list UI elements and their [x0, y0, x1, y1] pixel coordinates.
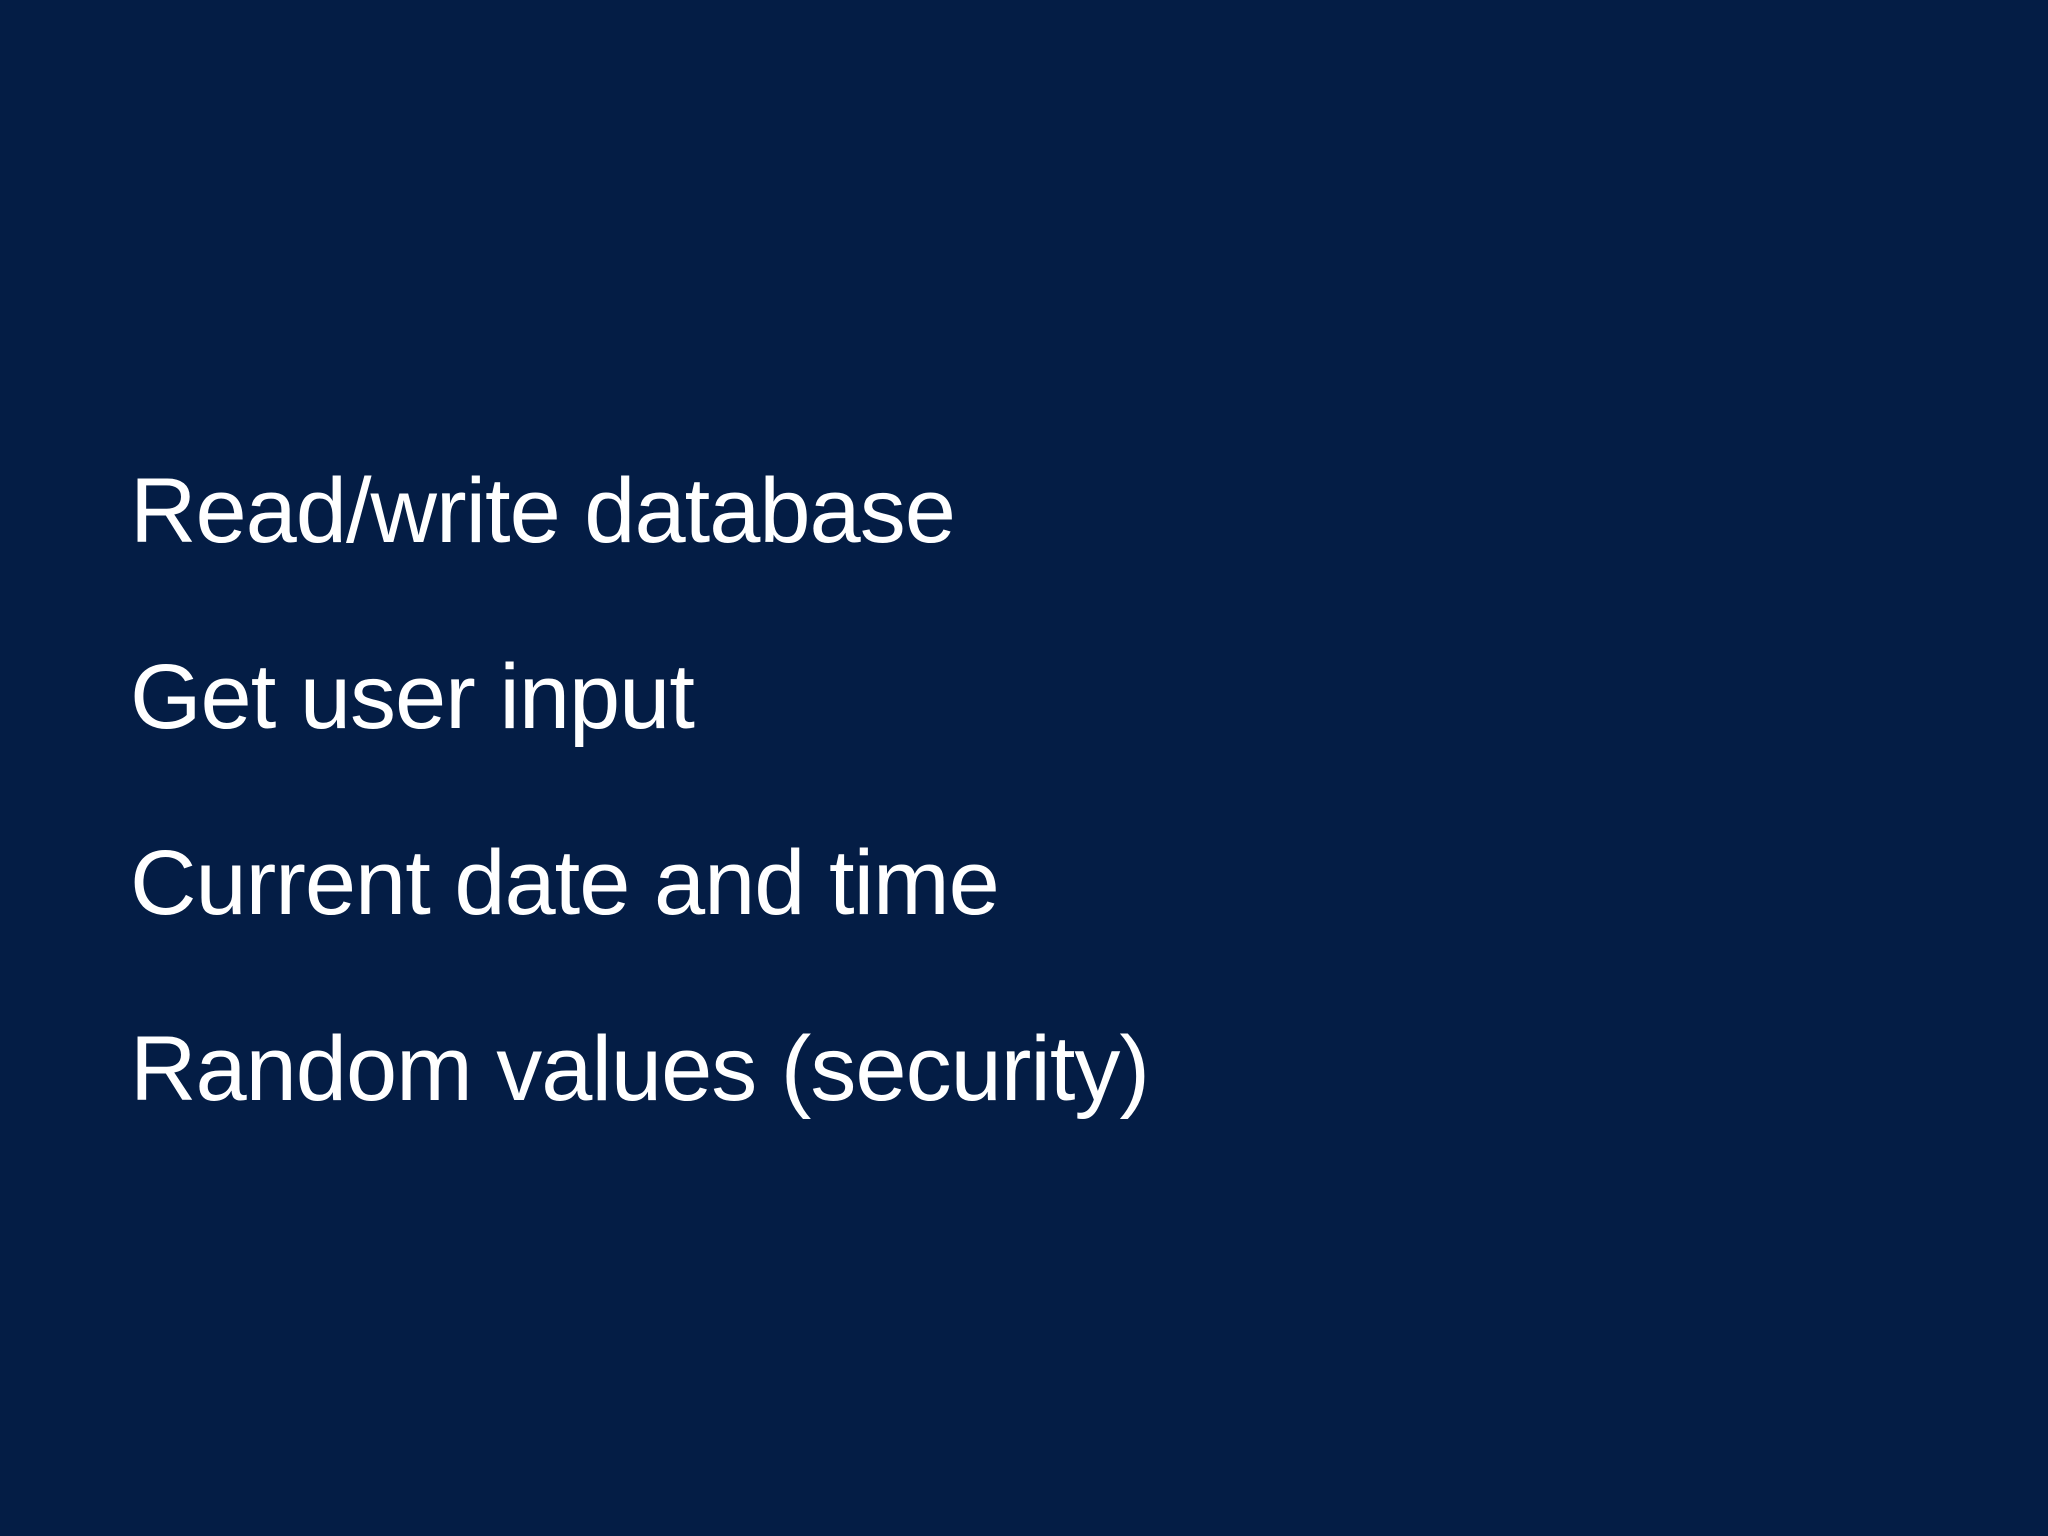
slide-line-random-values-security: Random values (security)	[130, 1018, 1150, 1120]
slide-text-list: Read/write database Get user input Curre…	[130, 418, 1150, 1162]
slide-line-read-write-database: Read/write database	[130, 460, 956, 562]
slide-line-get-user-input: Get user input	[130, 646, 695, 748]
slide-line-current-date-and-time: Current date and time	[130, 832, 1000, 934]
